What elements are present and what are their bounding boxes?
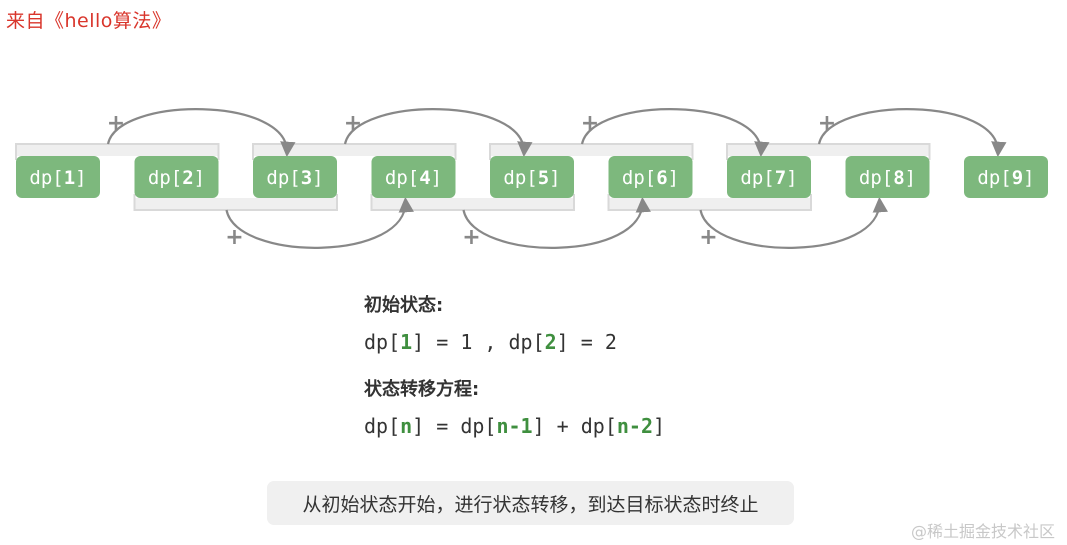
plus-sign-3: +	[344, 111, 362, 136]
group-bracket-5	[489, 143, 694, 160]
group-bracket-1	[15, 143, 220, 160]
dp-node-label: dp[1]	[29, 167, 86, 189]
group-band-3	[253, 144, 456, 156]
transition-arc-2	[225, 196, 414, 249]
initial-state-formula: dp[1] = 1 , dp[2] = 2	[364, 330, 617, 354]
transition-arc-7	[817, 108, 1007, 158]
transition-equation-heading: 状态转移方程:	[364, 379, 480, 400]
dp-node-4: dp[4]	[371, 156, 456, 198]
dp-node-box	[727, 156, 811, 198]
dp-node-label: dp[9]	[977, 167, 1034, 189]
group-band-5	[490, 144, 693, 156]
group-bracket-6	[607, 194, 812, 211]
transition-arc-3	[343, 108, 533, 158]
plus-sign-2: +	[225, 225, 243, 250]
group-bracket-7	[726, 143, 931, 160]
transition-arc-1	[106, 108, 296, 158]
dp-node-box	[964, 156, 1048, 198]
group-band-7	[727, 144, 930, 156]
plus-sign-1: +	[107, 111, 125, 136]
transition-arc-4	[462, 196, 651, 249]
dp-node-7: dp[7]	[727, 156, 811, 198]
dp-node-2: dp[2]	[134, 156, 219, 198]
dp-node-5: dp[5]	[490, 156, 574, 198]
dp-node-box	[608, 156, 693, 198]
group-bracket-4	[370, 194, 575, 211]
state-info: 初始状态: dp[1] = 1 , dp[2] = 2 状态转移方程: dp[n…	[364, 292, 665, 442]
dp-node-9: dp[9]	[964, 156, 1048, 198]
dp-node-box	[845, 156, 930, 198]
plus-sign-7: +	[818, 111, 836, 136]
watermark: @稀土掘金技术社区	[910, 522, 1055, 541]
transition-arc-5	[580, 108, 770, 158]
group-band-6	[608, 198, 811, 210]
dp-node-6: dp[6]	[608, 156, 693, 198]
group-bracket-3	[252, 143, 457, 160]
dp-node-box	[253, 156, 337, 198]
group-bracket-2	[133, 194, 338, 211]
group-band-2	[134, 198, 337, 210]
dp-node-label: dp[4]	[385, 167, 442, 189]
termination-note: 从初始状态开始，进行状态转移，到达目标状态时终止	[267, 481, 794, 525]
dp-node-box	[490, 156, 574, 198]
dp-node-label: dp[8]	[859, 167, 916, 189]
source-label: 来自《hello算法》	[6, 10, 172, 32]
dp-node-label: dp[2]	[148, 167, 205, 189]
dp-node-label: dp[5]	[503, 167, 560, 189]
dp-node-3: dp[3]	[253, 156, 337, 198]
dp-node-8: dp[8]	[845, 156, 930, 198]
transition-arc-6	[699, 196, 888, 249]
dp-node-box	[134, 156, 219, 198]
dp-node-label: dp[3]	[266, 167, 323, 189]
initial-state-heading: 初始状态:	[364, 295, 444, 316]
dp-node-1: dp[1]	[16, 156, 100, 198]
dp-transition-diagram: + + + + + + + dp[1] dp[2] dp[3] dp[4] dp[5] dp[6] dp…	[15, 108, 1048, 250]
dp-node-box	[371, 156, 456, 198]
group-band-1	[16, 144, 219, 156]
dp-node-label: dp[6]	[622, 167, 679, 189]
plus-sign-5: +	[581, 111, 599, 136]
dp-node-label: dp[7]	[740, 167, 797, 189]
plus-sign-4: +	[462, 225, 480, 250]
group-band-4	[371, 198, 574, 210]
plus-sign-6: +	[699, 225, 717, 250]
dp-node-box	[16, 156, 100, 198]
transition-equation-formula: dp[n] = dp[n-1] + dp[n-2]	[364, 414, 666, 438]
